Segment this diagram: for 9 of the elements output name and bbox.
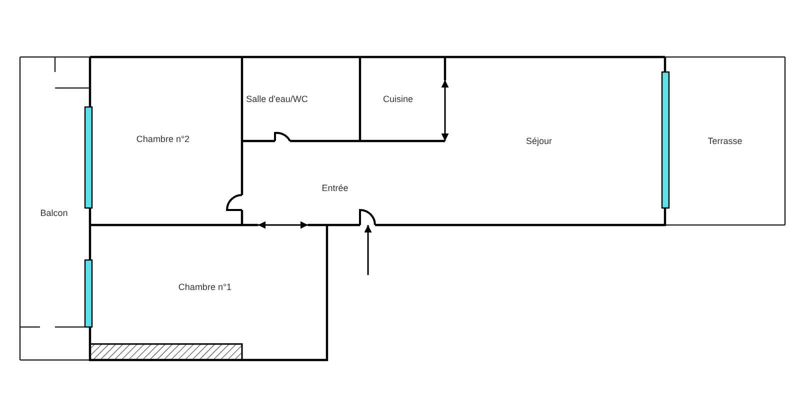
entrance-arrow xyxy=(364,225,372,275)
room-label: Terrasse xyxy=(708,136,742,146)
room-label: Séjour xyxy=(526,136,552,146)
room-label: Chambre n°2 xyxy=(136,134,190,144)
room-label: Entrée xyxy=(322,183,348,193)
room-label: Balcon xyxy=(40,208,68,218)
room-label: Chambre n°1 xyxy=(178,282,232,292)
room-label: Cuisine xyxy=(383,94,413,104)
room-label: Salle d'eau/WC xyxy=(246,94,308,104)
